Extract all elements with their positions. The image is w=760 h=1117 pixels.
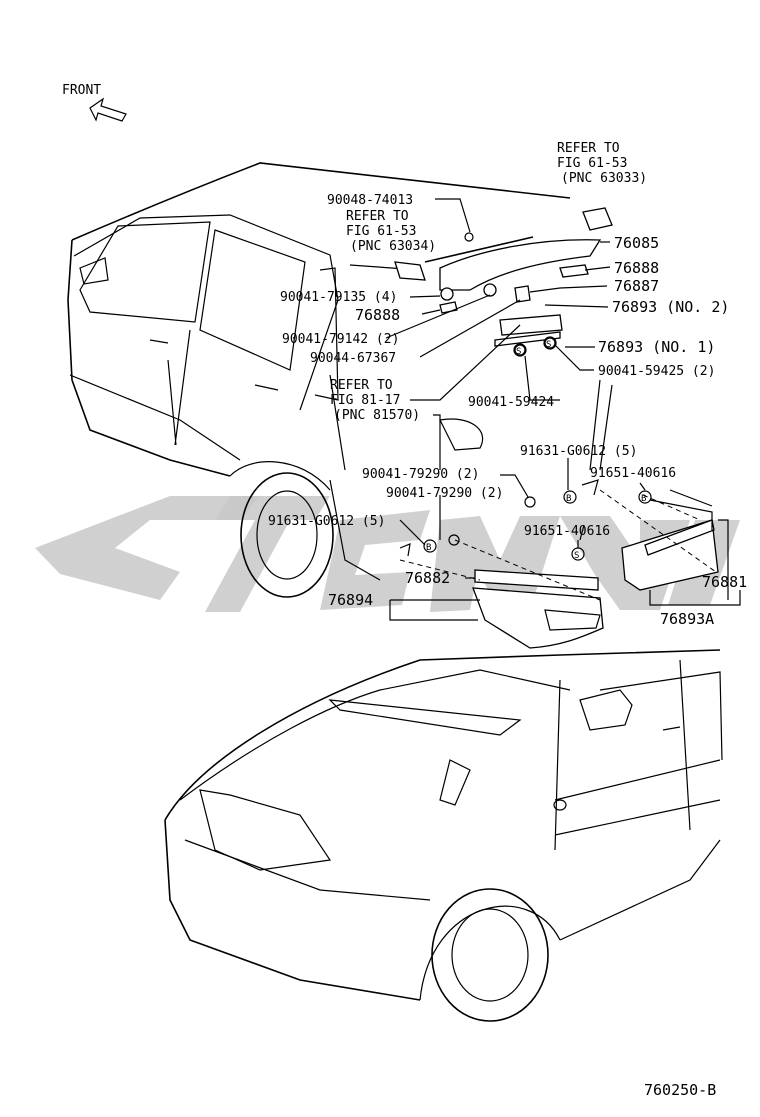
spoiler-76085-shape <box>439 239 602 291</box>
reference-notes: REFER TO FIG 61-53 (PNC 63033) REFER TO … <box>330 141 647 423</box>
ref-left-line2: FIG 61-53 <box>346 224 416 239</box>
part-callouts: 90048-74013 76085 76888 90041-79135 (4) … <box>268 193 747 628</box>
callout-76085: 76085 <box>614 234 659 252</box>
callout-91631-g0612-right: 91631-G0612 (5) <box>520 444 637 459</box>
marker-s-3: S <box>546 340 551 350</box>
callout-76893-no2: 76893 (NO. 2) <box>612 298 729 316</box>
ref-lamp-line2: FIG 81-17 <box>330 393 400 408</box>
ref-left-line1: REFER TO <box>346 209 409 224</box>
ref-left-line3: (PNC 63034) <box>350 239 436 254</box>
mudguard-76894-shape <box>472 587 604 649</box>
front-vehicle-outline <box>164 649 723 1022</box>
callout-76881: 76881 <box>702 573 747 591</box>
marker-b-2: B <box>566 494 571 504</box>
callout-76888-lower: 76888 <box>355 306 400 324</box>
front-label: FRONT <box>62 83 101 98</box>
ref-lamp-line3: (PNC 81570) <box>334 408 420 423</box>
callout-90041-59424: 90041-59424 <box>468 395 554 410</box>
callout-91631-g0612-left: 91631-G0612 (5) <box>268 514 385 529</box>
callout-91651-40616-left: 91651-40616 <box>524 524 610 539</box>
callout-90041-59425: 90041-59425 (2) <box>598 364 715 379</box>
front-indicator: FRONT <box>62 83 127 122</box>
callout-90041-79142: 90041-79142 (2) <box>282 332 399 347</box>
callout-90044-67367: 90044-67367 <box>310 351 396 366</box>
callout-76887: 76887 <box>614 277 659 295</box>
ref-lamp-line1: REFER TO <box>330 378 393 393</box>
mudguard-assembly <box>399 479 719 649</box>
ref-top-right-line2: FIG 61-53 <box>557 156 627 171</box>
marker-s-2: S <box>516 347 521 357</box>
marker-s-1: S <box>574 551 579 561</box>
callout-76888-upper: 76888 <box>614 259 659 277</box>
callout-91651-40616-right: 91651-40616 <box>590 466 676 481</box>
leader-lines <box>385 198 741 621</box>
callout-90048-74013: 90048-74013 <box>327 193 413 208</box>
callout-76893a: 76893A <box>660 610 714 628</box>
front-arrow-icon <box>89 97 127 122</box>
ref-top-right-line3: (PNC 63033) <box>561 171 647 186</box>
figure-id: 760250-B <box>644 1081 716 1099</box>
spoiler-assembly <box>394 207 613 356</box>
marker-b-3: B <box>641 494 646 504</box>
callout-76893-no1: 76893 (NO. 1) <box>598 338 715 356</box>
callout-76894: 76894 <box>328 591 373 609</box>
ref-top-right-line1: REFER TO <box>557 141 620 156</box>
marker-b-1: B <box>426 543 431 553</box>
callout-90041-79135: 90041-79135 (4) <box>280 290 397 305</box>
callout-90041-79290-a: 90041-79290 (2) <box>362 467 479 482</box>
callout-90041-79290-b: 90041-79290 (2) <box>386 486 503 501</box>
rear-vehicle-outline <box>67 162 613 598</box>
callout-76882: 76882 <box>405 569 450 587</box>
